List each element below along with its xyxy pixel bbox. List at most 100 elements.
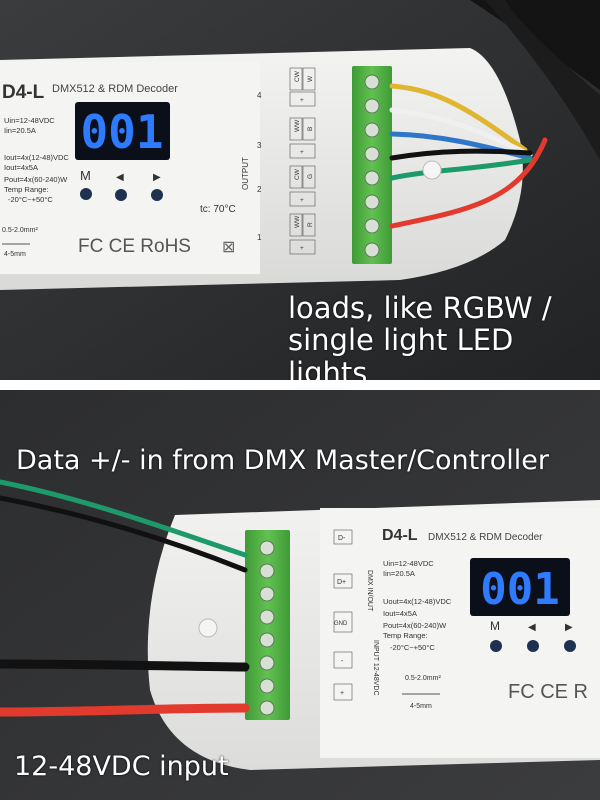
- terminal-screw[interactable]: [259, 678, 275, 694]
- spec-line: Temp Range:: [4, 185, 49, 194]
- channel-number: 4: [257, 91, 262, 100]
- terminal-screw[interactable]: [259, 563, 275, 579]
- terminal-screw[interactable]: [364, 74, 380, 90]
- m-button[interactable]: [80, 188, 92, 200]
- svg-text:W: W: [307, 75, 314, 82]
- terminal-screw[interactable]: [364, 98, 380, 114]
- led-display: [470, 558, 570, 616]
- input-wires: [0, 479, 250, 717]
- tc-rating: tc: 70°C: [200, 204, 236, 215]
- strip-length: 4-5mm: [410, 703, 432, 710]
- top-caption-line-1: loads, like RGBW /: [288, 291, 552, 325]
- spec-line: Uin=12-48VDC: [4, 116, 55, 125]
- spec-line: -20°C~+50°C: [8, 195, 53, 204]
- photo-divider: [0, 380, 600, 390]
- right-button[interactable]: [564, 640, 576, 652]
- spec-line: Pout=4x(60-240)W: [383, 621, 447, 630]
- spec-line: Uout=4x(12-48)VDC: [383, 597, 452, 606]
- button-label-left: ◀: [116, 172, 124, 183]
- load-wires: [389, 83, 548, 229]
- left-button[interactable]: [527, 640, 539, 652]
- wire-red: [389, 137, 548, 229]
- top-photo-scene: 001 D4-L DMX512 & RDM Decoder Uin=12-48V…: [0, 0, 600, 380]
- bottom-photo-scene: D4-L DMX512 & RDM Decoder 001 Uin=12-48V…: [0, 390, 600, 800]
- weee-icon: ⊠: [222, 239, 235, 256]
- svg-text:-: -: [341, 658, 344, 665]
- wire-yellow: [389, 83, 528, 153]
- wire-data-black: [0, 495, 248, 573]
- display-digits: 001: [80, 105, 163, 159]
- terminal-screw[interactable]: [364, 122, 380, 138]
- wire-power-red: [0, 703, 250, 717]
- svg-text:+: +: [340, 690, 344, 697]
- wire-green: [389, 157, 533, 181]
- terminal-screw[interactable]: [364, 170, 380, 186]
- terminal-screw[interactable]: [364, 242, 380, 258]
- cert-marks: FC CE R: [508, 681, 588, 703]
- spec-line: Iout=4x5A: [4, 163, 38, 172]
- svg-text:+: +: [300, 197, 304, 204]
- output-label: OUTPUT: [241, 157, 250, 190]
- bottom-caption-top: Data +/- in from DMX Master/Controller: [16, 445, 549, 476]
- terminal-labels: CW W + WW B + CW G + WW R +: [289, 67, 316, 255]
- terminal-screw[interactable]: [259, 632, 275, 648]
- m-button[interactable]: [490, 640, 502, 652]
- spec-line: Uin=12-48VDC: [383, 559, 434, 568]
- svg-text:B: B: [307, 127, 314, 131]
- wire-power-black: [0, 659, 250, 672]
- spec-line: Temp Range:: [383, 631, 428, 640]
- spec-line: Iin=20.5A: [383, 569, 415, 578]
- terminal-screws: [259, 540, 275, 716]
- terminal-screw[interactable]: [259, 700, 275, 716]
- top-caption: loads, like RGBW / single light LED ligh…: [288, 291, 594, 390]
- svg-text:CW: CW: [294, 70, 301, 82]
- cable-sheath: [470, 0, 600, 90]
- wire-white: [389, 107, 533, 158]
- terminal-screw[interactable]: [364, 194, 380, 210]
- top-photo: 001 D4-L DMX512 & RDM Decoder Uin=12-48V…: [0, 0, 600, 380]
- channel-number: 3: [257, 141, 262, 150]
- button-label-m: M: [80, 168, 91, 183]
- terminal-screw[interactable]: [364, 218, 380, 234]
- button-label-right: ▶: [565, 622, 573, 633]
- left-button[interactable]: [115, 189, 127, 201]
- terminal-screws: [364, 74, 380, 258]
- wire-black: [389, 148, 533, 161]
- terminal-screw[interactable]: [364, 146, 380, 162]
- spec-line: Iin=20.5A: [4, 126, 36, 135]
- terminal-block: [352, 66, 392, 264]
- svg-text:+: +: [300, 245, 304, 252]
- button-label-m: M: [490, 619, 500, 633]
- terminal-screw[interactable]: [259, 540, 275, 556]
- button-label-left: ◀: [528, 622, 536, 633]
- terminal-screw[interactable]: [259, 586, 275, 602]
- terminal-screw[interactable]: [259, 609, 275, 625]
- display-digits: 001: [480, 564, 559, 615]
- bottom-caption-bottom: 12-48VDC input: [14, 751, 229, 782]
- svg-text:+: +: [300, 149, 304, 156]
- cert-marks: FC CE RoHS: [78, 236, 191, 257]
- svg-text:D+: D+: [337, 579, 346, 586]
- button-label-right: ▶: [153, 172, 161, 183]
- spec-list: Uin=12-48VDC Iin=20.5A Uout=4x(12-48)VDC…: [383, 559, 452, 652]
- spec-line: Iout=4x5A: [383, 609, 417, 618]
- input-label: INPUT 12-48VDC: [372, 640, 379, 696]
- svg-text:G: G: [307, 174, 314, 179]
- bottom-photo: D4-L DMX512 & RDM Decoder 001 Uin=12-48V…: [0, 390, 600, 800]
- svg-text:WW: WW: [294, 215, 301, 228]
- svg-text:+: +: [300, 97, 304, 104]
- mounting-hole: [422, 160, 442, 180]
- spec-list: Uin=12-48VDC Iin=20.5A Iout=4x(12-48)VDC…: [4, 116, 69, 204]
- label-sticker: [320, 508, 600, 758]
- terminal-screw[interactable]: [259, 655, 275, 671]
- terminal-block: [245, 530, 290, 720]
- svg-text:R: R: [307, 222, 314, 227]
- spec-line: -20°C~+50°C: [390, 643, 435, 652]
- wire-gauge: 0.5-2.0mm²: [2, 227, 38, 234]
- product-name: DMX512 & RDM Decoder: [428, 532, 543, 543]
- mounting-hole: [198, 618, 218, 638]
- spec-line: Iout=4x(12-48)VDC: [4, 153, 69, 162]
- product-name: DMX512 & RDM Decoder: [52, 83, 178, 95]
- right-button[interactable]: [151, 189, 163, 201]
- svg-text:WW: WW: [294, 119, 301, 132]
